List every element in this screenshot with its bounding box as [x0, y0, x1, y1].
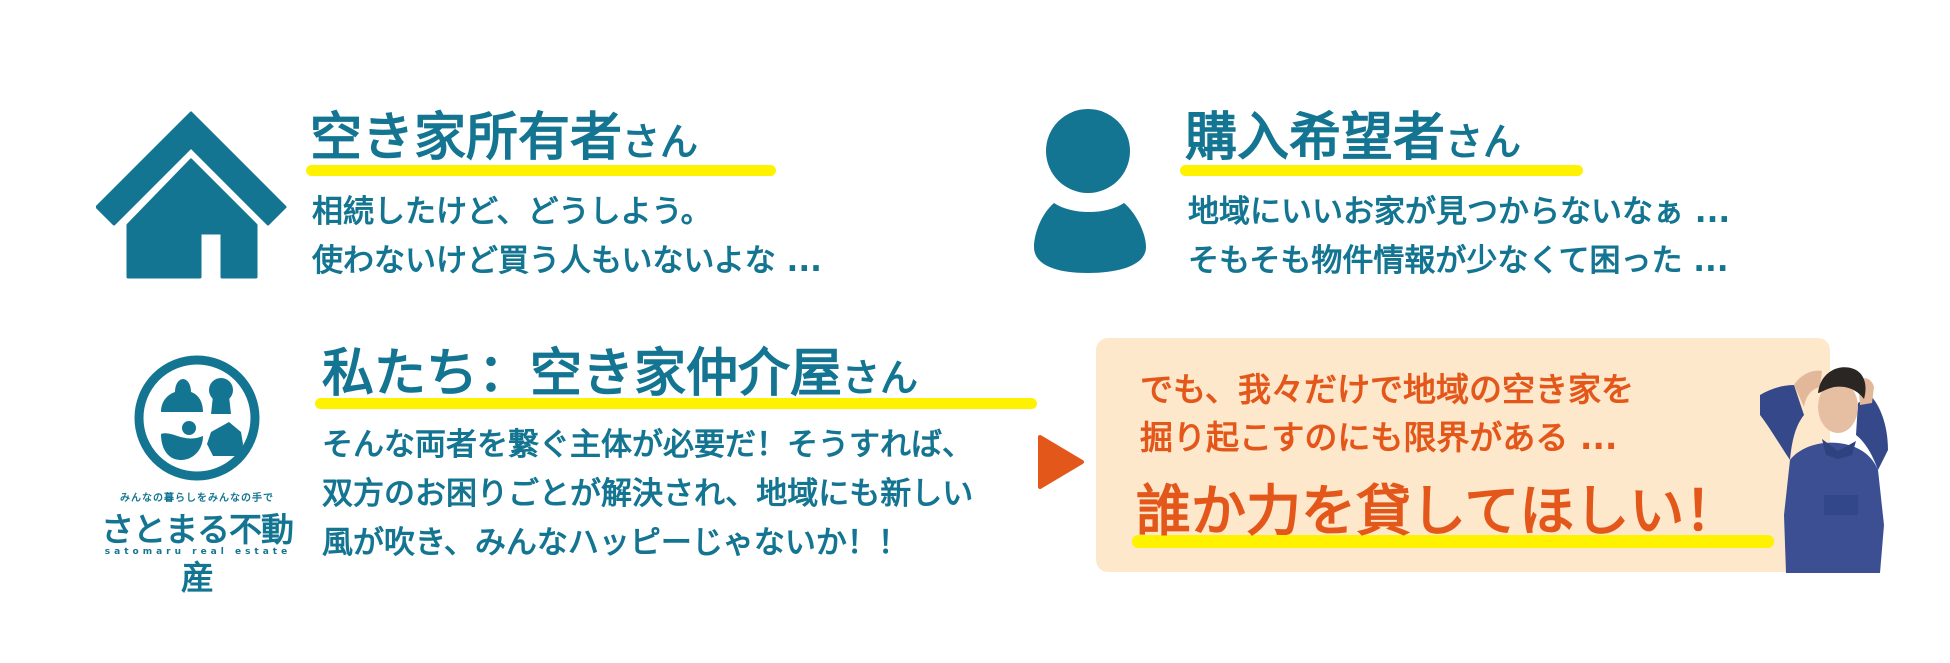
owner-title-highlight — [306, 165, 776, 176]
logo-brand-en: satomaru real estate — [104, 547, 292, 557]
owner-line-1: 相続したけど、どうしよう。 — [312, 194, 712, 230]
house-icon — [96, 111, 287, 279]
callout-emphasis-highlight — [1132, 535, 1774, 548]
buyer-title-suffix: さん — [1445, 120, 1522, 164]
us-title-suffix: さん — [842, 356, 919, 400]
us-message: そんな両者を繋ぐ主体が必要だ！そうすれば、 双方のお困りごとが解決され、地域にも… — [322, 421, 973, 568]
logo-brand: さとまる不動産 — [101, 510, 294, 597]
callout-line-2: 掘り起こすのにも限界がある ... — [1140, 418, 1618, 457]
callout-message: でも、我々だけで地域の空き家を 掘り起こすのにも限界がある ... — [1140, 366, 1634, 462]
us-line-1: そんな両者を繋ぐ主体が必要だ！そうすれば、 — [322, 427, 973, 463]
owner-message: 相続したけど、どうしよう。 使わないけど買う人もいないよな ... — [312, 188, 822, 286]
callout-emphasis: 誰か力を貸してほしい！ — [1136, 479, 1740, 543]
callout-card — [1096, 338, 1830, 572]
logo-tagline: みんなの暮らしをみんなの手で — [120, 493, 274, 504]
buyer-title-highlight — [1180, 165, 1583, 176]
arrow-right-icon — [1038, 435, 1084, 489]
us-line-2: 双方のお困りごとが解決され、地域にも新しい — [322, 476, 974, 512]
buyer-title-main: 購入希望者 — [1185, 108, 1446, 168]
buyer-line-2: そもそも物件情報が少なくて困った ... — [1188, 243, 1729, 279]
logo-emblem-icon — [134, 355, 260, 481]
owner-line-2: 使わないけど買う人もいないよな ... — [312, 243, 822, 279]
owner-title-suffix: さん — [622, 120, 699, 164]
us-title: 私たち：空き家仲介屋さん — [322, 348, 918, 400]
buyer-line-1: 地域にいいお家が見つからないなぁ ... — [1188, 194, 1731, 230]
buyer-message: 地域にいいお家が見つからないなぁ ... そもそも物件情報が少なくて困った ..… — [1188, 188, 1730, 286]
us-line-3: 風が吹き、みんなハッピーじゃないか！！ — [322, 525, 909, 561]
person-icon — [1034, 109, 1146, 273]
owner-title-main: 空き家所有者 — [310, 108, 623, 168]
buyer-title: 購入希望者さん — [1185, 112, 1521, 164]
worried-man-photo — [1760, 367, 1888, 573]
us-title-highlight — [315, 398, 1037, 409]
us-title-main: 私たち：空き家仲介屋 — [322, 344, 843, 404]
callout-line-1: でも、我々だけで地域の空き家を — [1140, 370, 1635, 409]
owner-title: 空き家所有者さん — [310, 112, 698, 164]
